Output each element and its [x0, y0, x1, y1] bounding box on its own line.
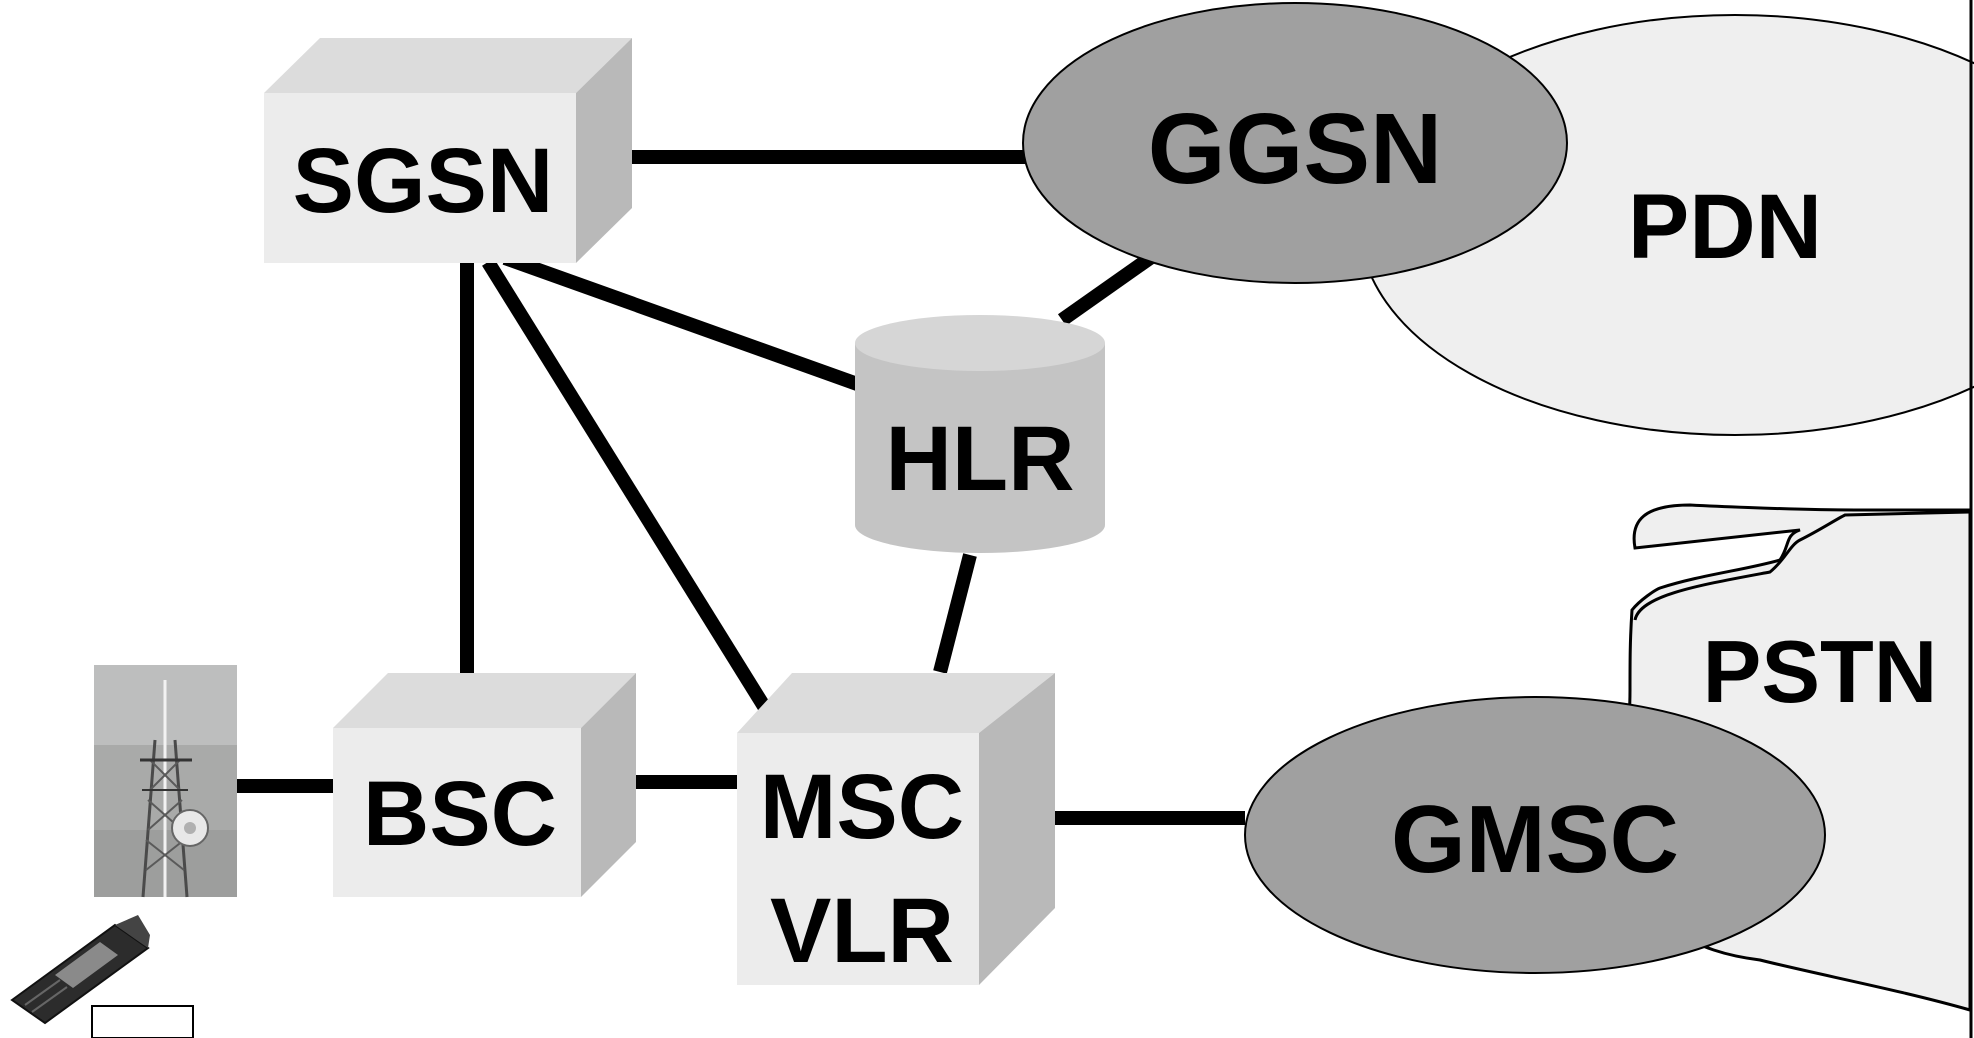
link-ggsn-hlr: [1057, 252, 1155, 326]
sgsn-box-top: [264, 38, 632, 93]
ggsn-label: GGSN: [1148, 93, 1442, 205]
hlr-label: HLR: [885, 408, 1074, 510]
pdn-label: PDN: [1628, 176, 1822, 278]
sgsn-box-side: [576, 38, 632, 263]
sgsn-box-front: [264, 93, 576, 263]
link-sgsn-msc: [482, 258, 776, 720]
gmsc-ellipse: [1244, 696, 1826, 974]
sgsn-label: SGSN: [293, 130, 554, 232]
mobile-phone-icon: [10, 915, 194, 1038]
vlr-label: VLR: [770, 880, 954, 982]
bsc-box-front: [333, 728, 581, 897]
hlr-cylinder-top: [855, 315, 1105, 371]
gmsc-node: GMSC: [1244, 696, 1826, 974]
link-hlr-msc: [933, 553, 977, 674]
msc-box-front: [737, 733, 979, 985]
sgsn-node: SGSN: [264, 38, 632, 263]
msc-label: MSC: [760, 756, 964, 858]
links: [237, 150, 1245, 825]
msc-box-side: [979, 673, 1055, 985]
phone-label-box: [91, 1005, 194, 1038]
bsc-node: BSC: [333, 673, 636, 897]
bsc-box-top: [333, 673, 636, 728]
pstn-label: PSTN: [1703, 622, 1938, 721]
gmsc-label: GMSC: [1391, 786, 1679, 893]
msc-box-top: [737, 673, 1055, 733]
ggsn-node: GGSN: [1022, 2, 1568, 284]
link-sgsn-hlr: [502, 251, 863, 392]
hlr-node: HLR: [855, 315, 1105, 553]
bsc-label: BSC: [363, 763, 557, 865]
hlr-cylinder-body: [855, 343, 1105, 553]
bsc-box-side: [581, 673, 636, 897]
antenna-tower-icon: [94, 665, 237, 898]
msc-vlr-node: MSC VLR: [737, 673, 1055, 985]
ggsn-ellipse: [1022, 2, 1568, 284]
